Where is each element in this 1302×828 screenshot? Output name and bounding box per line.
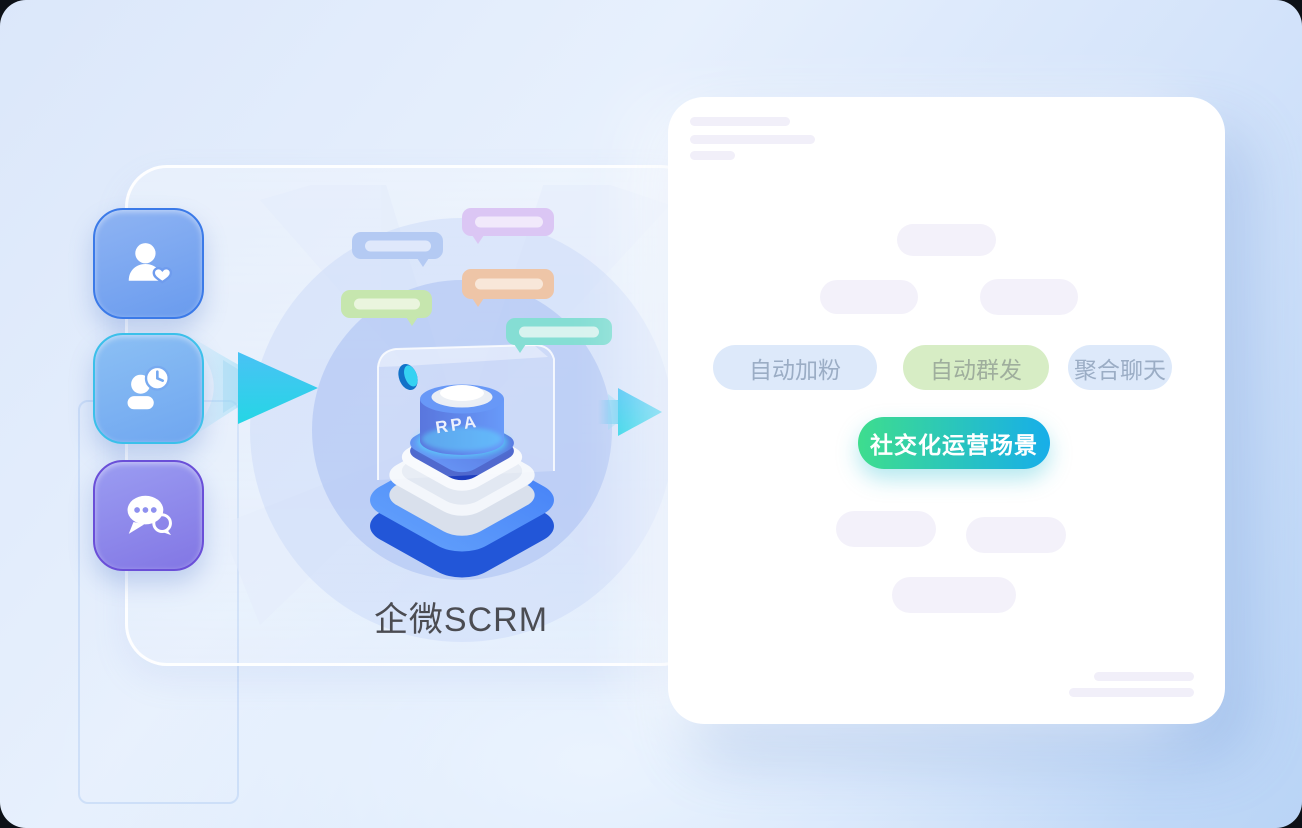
cta-social-operation-button[interactable]: 社交化运营场景 (858, 417, 1050, 469)
bubble-text-bar (354, 298, 420, 310)
bubble-text-bar (475, 278, 543, 290)
placeholder-pill (897, 224, 996, 256)
placeholder-pill (892, 577, 1016, 613)
scrm-panel-label: 企微SCRM (373, 601, 549, 639)
skeleton-line (690, 135, 815, 144)
source-card-schedule[interactable] (93, 333, 204, 444)
machine-cylinder: RPA (420, 384, 504, 455)
machine-glass-cover (377, 344, 555, 480)
skeleton-line (690, 151, 735, 160)
skeleton-line (1094, 672, 1194, 681)
flow-arrow-left (185, 333, 318, 442)
speech-bubble-teal (506, 318, 612, 353)
bubble-text-bar (365, 240, 431, 251)
source-card-chat[interactable] (93, 460, 204, 571)
chat-dots-icon (127, 495, 172, 535)
speech-bubble-green (341, 290, 432, 326)
feature-card: 自动加粉 自动群发 聚合聊天 社交化运营场景 (668, 97, 1225, 724)
user-clock-icon (127, 365, 170, 409)
tag-auto-add-fans[interactable]: 自动加粉 (713, 345, 877, 390)
skeleton-line (1069, 688, 1194, 697)
bubble-text-bar (519, 326, 599, 337)
rpa-machine-illustration: RPA (230, 185, 698, 642)
skeleton-line (690, 117, 790, 126)
tag-aggregated-chat[interactable]: 聚合聊天 (1068, 345, 1172, 390)
speech-bubble-orange (462, 269, 554, 307)
speech-bubble-purple (462, 208, 554, 244)
source-card-customer[interactable] (93, 208, 204, 319)
speech-bubble-blue (352, 232, 443, 267)
placeholder-pill (820, 280, 918, 314)
placeholder-pill (966, 517, 1066, 553)
placeholder-pill (836, 511, 936, 547)
bubble-text-bar (475, 216, 543, 228)
user-heart-icon (128, 242, 172, 284)
flow-arrow-right (598, 388, 662, 436)
tag-auto-group-send[interactable]: 自动群发 (903, 345, 1049, 390)
placeholder-pill (980, 279, 1078, 315)
